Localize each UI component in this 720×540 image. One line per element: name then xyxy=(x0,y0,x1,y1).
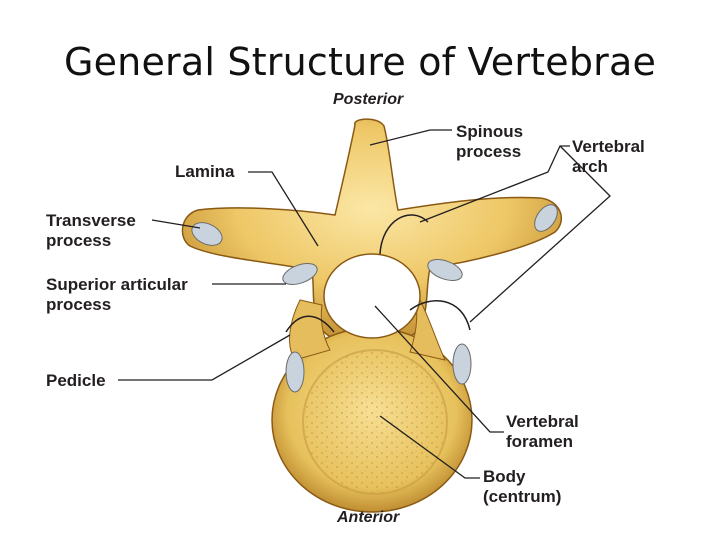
body-line2: (centrum) xyxy=(483,487,562,506)
transverse-process-label: Transverse process xyxy=(46,211,136,251)
vertebral-foramen-line2: foramen xyxy=(506,432,574,451)
leader-body xyxy=(379,415,480,479)
leader-foramen xyxy=(374,305,504,433)
leader-lamina xyxy=(248,171,319,247)
arch-bracket-top xyxy=(379,214,429,255)
superior-articular-line2: process xyxy=(46,295,112,314)
superior-articular-process-label: Superior articular process xyxy=(46,275,188,315)
vertebral-arch-label: Vertebral arch xyxy=(572,137,645,177)
right-pedicle-shape xyxy=(409,299,446,361)
arch-bracket-right xyxy=(409,300,471,331)
spinous-process-line2: process xyxy=(456,142,522,161)
anterior-label: Anterior xyxy=(337,509,400,526)
vertebral-body-spongy xyxy=(303,350,447,494)
left-pedicle-shape xyxy=(289,299,331,361)
superior-articular-line1: Superior articular xyxy=(46,275,188,294)
slide-title: General Structure of Vertebrae xyxy=(63,40,657,84)
vertebral-foramen-line1: Vertebral xyxy=(506,412,579,431)
vertebral-arch-line2: arch xyxy=(572,157,608,176)
posterior-label: Posterior xyxy=(333,91,404,108)
leader-transverse xyxy=(151,219,201,229)
right-body-facet xyxy=(452,343,472,385)
vertebral-arch-line1: Vertebral xyxy=(572,137,645,156)
left-superior-articular-facet xyxy=(282,263,318,285)
vertebral-foramen-hole xyxy=(323,253,421,339)
leader-vertebral-arch-b xyxy=(469,145,611,323)
left-body-facet xyxy=(285,351,305,393)
leader-vertebral-arch-a xyxy=(419,145,570,223)
body-line1: Body xyxy=(483,467,526,486)
right-transverse-facet xyxy=(534,204,558,232)
body-label: Body (centrum) xyxy=(483,467,561,507)
leader-lines xyxy=(118,129,611,479)
pedicle-label: Pedicle xyxy=(46,371,106,390)
leader-pedicle xyxy=(118,334,291,381)
transverse-process-line1: Transverse xyxy=(46,211,136,230)
leader-spinous xyxy=(369,129,452,146)
spinous-process-line1: Spinous xyxy=(456,122,524,141)
lamina-label: Lamina xyxy=(175,162,235,181)
vertebral-foramen-label: Vertebral foramen xyxy=(506,412,579,452)
spinous-process-label: Spinous process xyxy=(456,122,523,162)
right-superior-articular-facet xyxy=(427,259,463,281)
arch-bracket-left xyxy=(285,315,335,333)
transverse-process-line2: process xyxy=(46,231,112,250)
